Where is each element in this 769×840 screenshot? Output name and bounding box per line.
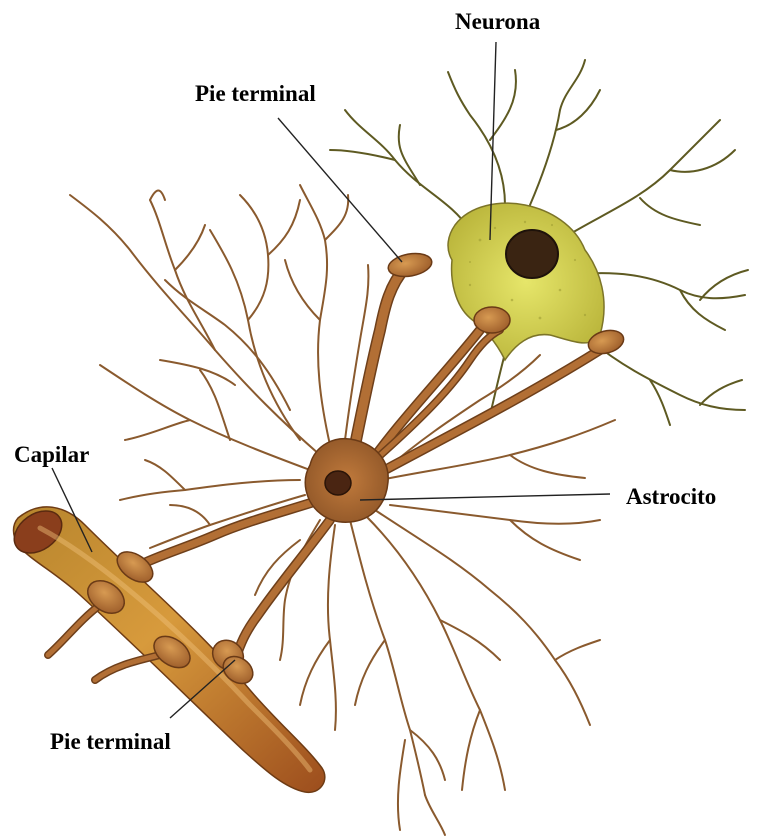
- leader-pie-terminal-top: [278, 118, 402, 262]
- neuron-nucleus: [506, 230, 558, 278]
- leader-astrocito: [360, 494, 610, 500]
- neuron: [330, 60, 748, 425]
- label-astrocito: Astrocito: [626, 485, 716, 508]
- label-pie-terminal-bottom: Pie terminal: [50, 730, 171, 753]
- label-capilar: Capilar: [14, 443, 89, 466]
- astrocyte-nucleus: [325, 471, 351, 495]
- astrocyte-soma: [305, 439, 388, 522]
- label-pie-terminal-top: Pie terminal: [195, 82, 316, 105]
- label-neurona: Neurona: [455, 10, 540, 33]
- end-foot-neuron-middle: [474, 307, 510, 333]
